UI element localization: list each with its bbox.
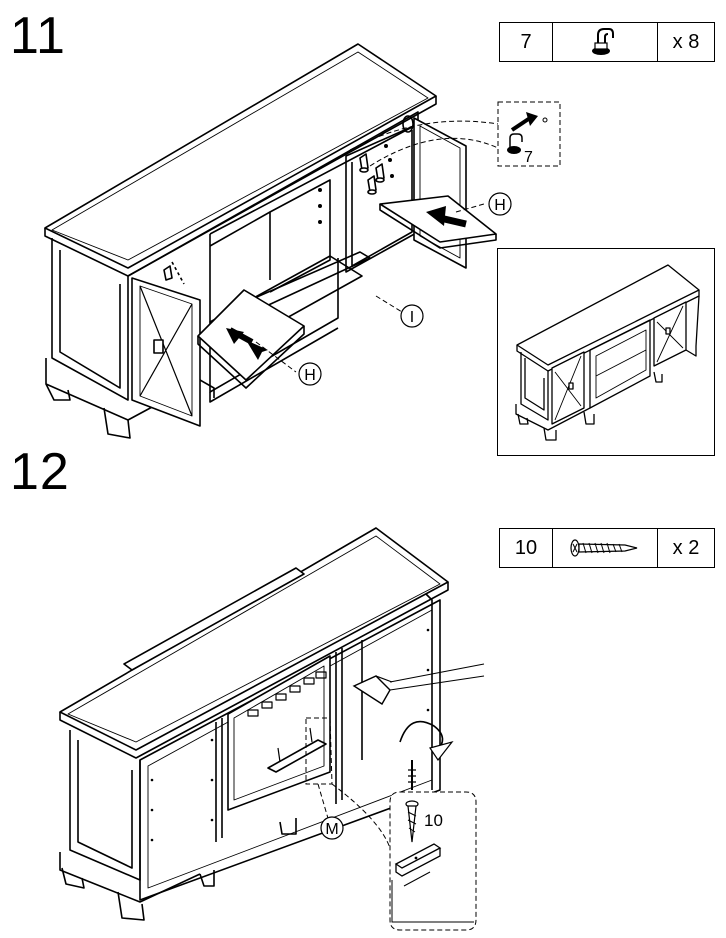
- part-id: 10: [500, 529, 553, 567]
- step-11-parts-box: 7 x 8: [499, 22, 715, 62]
- callout-h-left: H: [304, 367, 316, 384]
- step-12-parts-box: 10 x 2: [499, 528, 715, 568]
- callout-i: I: [410, 309, 414, 326]
- part-quantity: x 2: [672, 536, 700, 559]
- step-11-finished-inset: [497, 248, 715, 456]
- detail-part-label: 7: [524, 149, 533, 166]
- step-12-number: 12: [10, 443, 70, 501]
- part-quantity: x 8: [672, 30, 700, 53]
- step-11-number: 11: [10, 7, 66, 65]
- callout-h-right: H: [494, 197, 506, 214]
- part-id: 7: [500, 23, 553, 61]
- screw-label: 10: [424, 811, 443, 830]
- screw-icon: [553, 529, 658, 567]
- callout-m: M: [325, 821, 338, 838]
- hinge-bracket-icon: [553, 23, 658, 61]
